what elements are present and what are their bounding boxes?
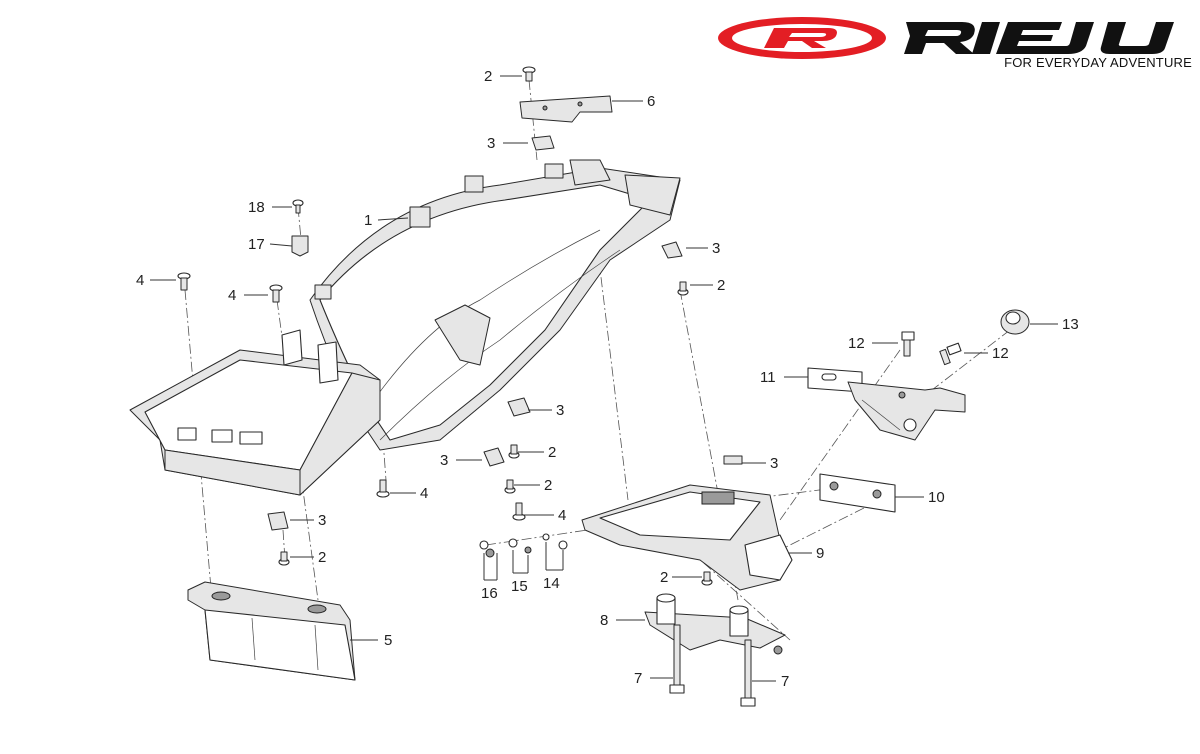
screw-2b [677,281,689,296]
screw-2c [508,444,520,459]
grommet-part [1000,309,1030,335]
callout-3: 3 [487,135,495,152]
callout-3: 3 [712,240,720,257]
tail-holder-part [581,484,793,591]
callout-3: 3 [770,455,778,472]
callout-18: 18 [248,199,265,216]
callout-7: 7 [634,670,642,687]
callout-2: 2 [544,477,552,494]
callout-3: 3 [318,512,326,529]
small-hardware [291,235,568,558]
callout-14: 14 [543,575,560,592]
screw-2a [522,66,536,82]
callout-6: 6 [647,93,655,110]
callout-7: 7 [781,673,789,690]
bolt-4a [177,272,191,291]
brand-tagline: FOR EVERYDAY ADVENTURE [1004,55,1192,70]
callout-labels: 2 6 3 18 1 17 3 4 4 2 13 12 12 11 3 2 3 … [136,68,1079,690]
callout-3: 3 [440,452,448,469]
callout-12: 12 [848,335,865,352]
bolt-18 [292,199,304,214]
callout-11: 11 [760,369,776,386]
bolt-4b [269,284,283,303]
bolt-4c [376,479,390,498]
mudflap-part [187,581,356,681]
rear-fender-part [309,159,681,451]
plate-bracket-part [807,367,966,441]
callout-10: 10 [928,489,945,506]
bolt-4d [512,502,526,521]
screw-2d [504,479,516,494]
callout-8: 8 [600,612,608,629]
callout-12: 12 [992,345,1009,362]
callout-2: 2 [660,569,668,586]
bolts [177,66,962,707]
long-bolt-7b [740,639,756,707]
callout-15: 15 [511,578,528,595]
callout-5: 5 [384,632,392,649]
callout-4: 4 [136,272,144,289]
clip-nuts [267,135,743,531]
bolt-12a [901,331,915,357]
screw-2e [278,551,290,566]
callout-9: 9 [816,545,824,562]
battery-box-part [129,329,381,496]
callout-2: 2 [717,277,725,294]
screw-2f [701,571,713,586]
callout-17: 17 [248,236,265,253]
callout-1: 1 [364,212,372,229]
long-bolt-7a [669,624,685,694]
leader-lines [150,75,1058,682]
callout-2: 2 [548,444,556,461]
top-bracket-part [519,95,613,123]
rieju-logo [718,17,1174,59]
callout-2: 2 [318,549,326,566]
bolt-12b [939,342,962,366]
callout-16: 16 [481,585,498,602]
callout-4: 4 [228,287,236,304]
callout-4: 4 [558,507,566,524]
callout-13: 13 [1062,316,1079,333]
lower-bracket-part [644,593,786,655]
reflector-plate-part [819,473,896,513]
callout-2: 2 [484,68,492,85]
callout-3: 3 [556,402,564,419]
callout-4: 4 [420,485,428,502]
